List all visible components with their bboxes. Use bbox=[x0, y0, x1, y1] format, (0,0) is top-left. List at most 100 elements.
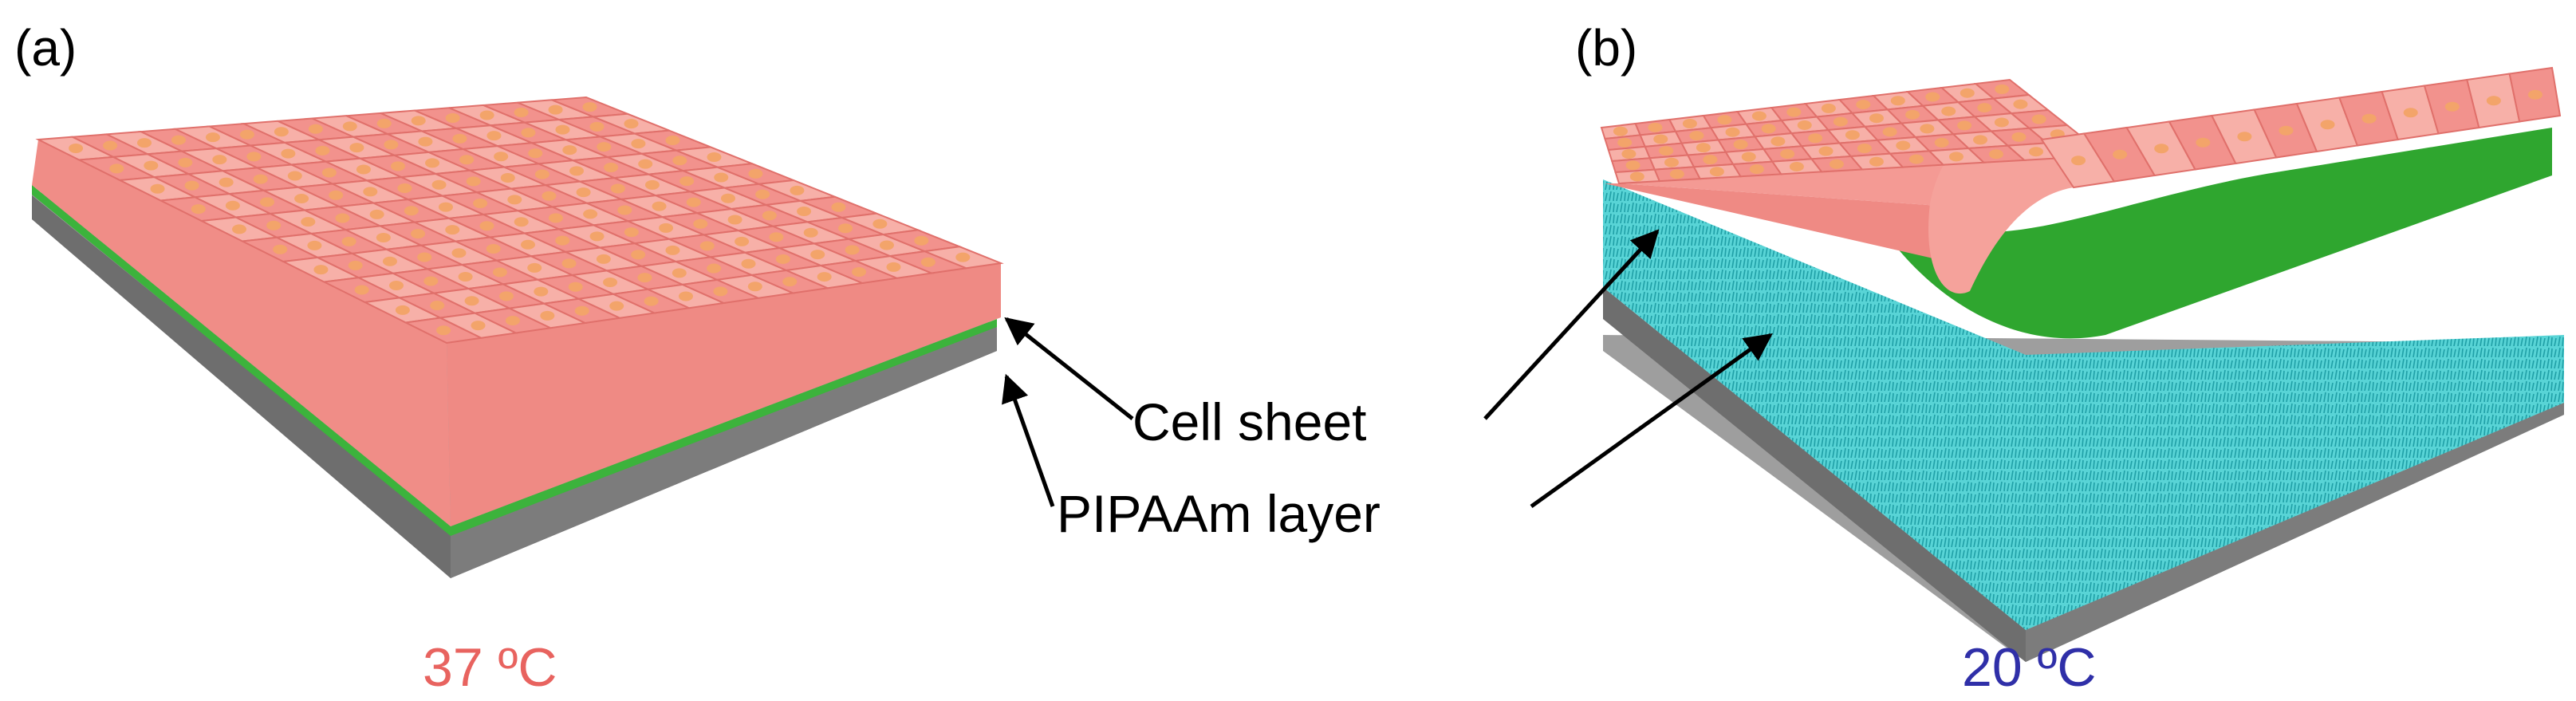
cell-sheet-a-side bbox=[32, 140, 451, 526]
sheet-a-cell-nucleus bbox=[741, 258, 756, 269]
sheet-a-cell-nucleus bbox=[562, 145, 577, 156]
sheet-a-cell-nucleus bbox=[624, 119, 639, 129]
sheet-b-cell-nucleus bbox=[1741, 152, 1756, 162]
sheet-b-cell-nucleus bbox=[1780, 149, 1795, 159]
sheet-a-cell-nucleus bbox=[341, 236, 356, 246]
sheet-b-curl-cell-nucleus bbox=[2486, 96, 2501, 106]
sheet-b-cell-nucleus bbox=[1941, 106, 1956, 116]
sheet-a-cell-nucleus bbox=[349, 143, 364, 153]
sheet-a-cell-nucleus bbox=[376, 233, 391, 243]
sheet-b-cell-nucleus bbox=[1948, 152, 1964, 162]
sheet-a-cell-nucleus bbox=[363, 187, 378, 197]
sheet-a-cell-nucleus bbox=[521, 239, 536, 250]
sheet-b-cell-nucleus bbox=[1920, 124, 1935, 134]
sheet-a-cell-nucleus bbox=[430, 301, 445, 311]
sheet-b-curl-cell-nucleus bbox=[2071, 156, 2086, 166]
temperature-b: 20 ºC bbox=[1962, 637, 2096, 698]
sheet-a-cell-nucleus bbox=[672, 268, 687, 278]
sheet-b-cell-nucleus bbox=[1890, 96, 1905, 106]
panel-label-b: (b) bbox=[1575, 19, 1637, 77]
sheet-b-cell-nucleus bbox=[1818, 146, 1834, 156]
sheet-b-cell-nucleus bbox=[1821, 103, 1836, 113]
sheet-a-cell-nucleus bbox=[782, 277, 798, 287]
sheet-b-cell-nucleus bbox=[1988, 149, 2003, 159]
sheet-a-cell-nucleus bbox=[720, 193, 735, 203]
sheet-b-cell-nucleus bbox=[1717, 115, 1732, 125]
sheet-a-cell-nucleus bbox=[672, 156, 687, 166]
sheet-a-cell-nucleus bbox=[494, 152, 509, 162]
sheet-a-cell-nucleus bbox=[411, 229, 426, 239]
sheet-a-cell-nucleus bbox=[644, 179, 660, 190]
sheet-a-cell-nucleus bbox=[678, 291, 693, 301]
sheet-a-cell-nucleus bbox=[665, 136, 680, 146]
sheet-a-cell-nucleus bbox=[735, 236, 750, 246]
panel-a bbox=[32, 96, 1004, 578]
substrate-a-front bbox=[451, 323, 997, 578]
sheet-a-cell-nucleus bbox=[644, 296, 659, 306]
sheet-a-cell-nucleus bbox=[699, 241, 715, 251]
callout-arrows bbox=[1002, 229, 1773, 509]
sheet-a-cell-nucleus bbox=[652, 201, 667, 211]
sheet-b-cell-nucleus bbox=[1648, 122, 1663, 132]
sheet-a-cell-nucleus bbox=[417, 252, 432, 262]
sheet-a-cell-nucleus bbox=[542, 191, 557, 201]
sheet-a-cell-nucleus bbox=[597, 142, 612, 152]
sheet-b-curl-cell-nucleus bbox=[2279, 125, 2294, 136]
sheet-a-cell-nucleus bbox=[388, 280, 404, 290]
sheet-b-cell-nucleus bbox=[1689, 131, 1704, 141]
sheet-a-cell-nucleus bbox=[707, 152, 722, 162]
sheet-b-cell-nucleus bbox=[1682, 119, 1697, 129]
sheet-b-curl-cell-nucleus bbox=[2154, 144, 2169, 154]
sheet-b-cell-nucleus bbox=[1761, 124, 1776, 134]
sheet-a-cell-nucleus bbox=[797, 207, 812, 217]
sheet-b-cell-nucleus bbox=[1995, 84, 2010, 94]
sheet-b-cell-nucleus bbox=[1659, 146, 1674, 156]
sheet-b-curl-cell-nucleus bbox=[2527, 89, 2543, 100]
sheet-a-cell-nucleus bbox=[266, 220, 282, 230]
sheet-b-cell-nucleus bbox=[1653, 134, 1668, 144]
substrate-b-front2 bbox=[2026, 403, 2564, 662]
sheet-a-cell-nucleus bbox=[845, 245, 860, 255]
sheet-a-cell-nucleus bbox=[431, 179, 447, 190]
sheet-b-curl-cell-nucleus bbox=[2444, 101, 2460, 112]
sheet-a-cell-nucleus bbox=[273, 244, 288, 254]
arrow-cell-sheet-a bbox=[1004, 317, 1134, 420]
sheet-a-cell-nucleus bbox=[369, 209, 384, 219]
sheet-a-cell-nucleus bbox=[920, 257, 935, 267]
sheet-a-cell-nucleus bbox=[452, 133, 467, 144]
sheet-b-cell-nucleus bbox=[1833, 116, 1848, 127]
sheet-b-curl-cell-nucleus bbox=[2403, 108, 2418, 118]
sheet-a-cell-nucleus bbox=[638, 159, 653, 169]
sheet-b-cell-nucleus bbox=[1908, 154, 1924, 164]
sheet-a-cell-nucleus bbox=[231, 224, 246, 234]
sheet-a-cell-nucleus bbox=[727, 215, 742, 225]
sheet-a-cell-nucleus bbox=[686, 197, 701, 207]
sheet-a-cell-nucleus bbox=[287, 171, 302, 181]
sheet-a-cell-nucleus bbox=[521, 128, 536, 138]
sheet-a-cell-nucleus bbox=[604, 162, 619, 172]
sheet-b-cell-nucleus bbox=[1733, 140, 1748, 150]
sheet-a-cell-nucleus bbox=[253, 174, 268, 184]
sheet-b-cell-nucleus bbox=[1669, 169, 1684, 179]
sheet-a-cell-nucleus bbox=[555, 124, 570, 135]
sheet-b-curl-cell-nucleus bbox=[2113, 149, 2128, 159]
sheet-b-cell-nucleus bbox=[1621, 149, 1637, 159]
sheet-a-cell-nucleus bbox=[404, 206, 419, 216]
sheet-a-cell-nucleus bbox=[418, 136, 433, 147]
sheet-a-cell-nucleus bbox=[817, 272, 832, 282]
sheet-b-cell-nucleus bbox=[1896, 140, 1911, 151]
sheet-a-cell-nucleus bbox=[582, 102, 597, 112]
sheet-a-cell-nucleus bbox=[659, 223, 674, 233]
sheet-b-cell-nucleus bbox=[1617, 137, 1633, 148]
panel-b bbox=[1600, 66, 2564, 662]
sheet-a-cell-nucleus bbox=[178, 157, 193, 167]
sheet-a-cell-nucleus bbox=[486, 131, 502, 141]
sheet-a-cell-nucleus bbox=[838, 223, 853, 234]
sheet-a-cell-nucleus bbox=[239, 129, 254, 140]
sheet-a-cell-nucleus bbox=[879, 240, 894, 250]
pipaam-layer-b bbox=[1603, 179, 2564, 630]
sheet-a-cell-nucleus bbox=[425, 158, 440, 168]
panel-label-a: (a) bbox=[14, 19, 77, 77]
sheet-a-cell-nucleus bbox=[803, 227, 818, 238]
